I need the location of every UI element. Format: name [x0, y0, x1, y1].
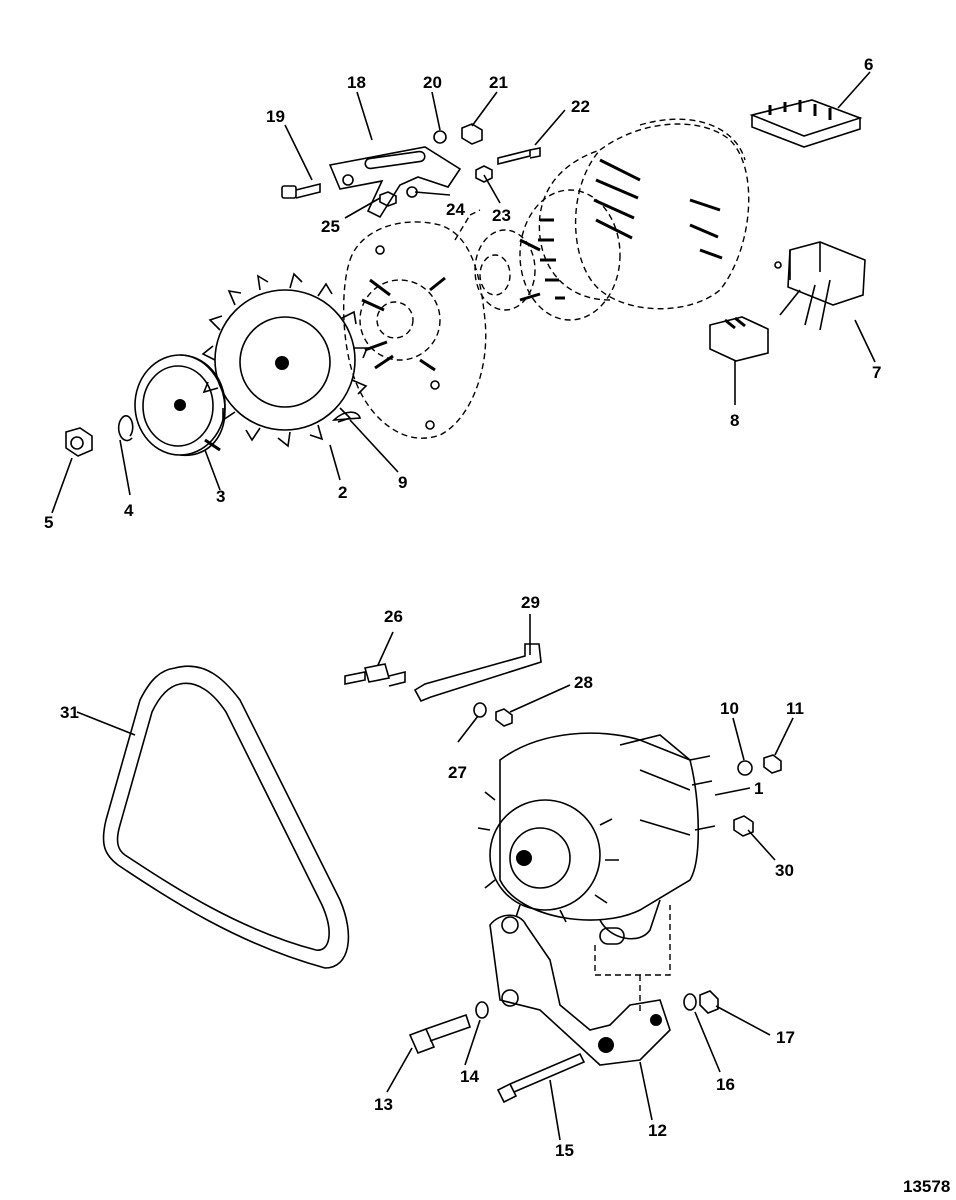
washer-14 [475, 1001, 489, 1019]
leader-lines [51, 71, 876, 1141]
callout-25: 25 [321, 217, 340, 236]
callout-23: 23 [492, 206, 511, 225]
callout-17: 17 [776, 1028, 795, 1047]
regulator [749, 99, 863, 148]
callout-12: 12 [648, 1121, 667, 1140]
callout-14: 14 [460, 1067, 479, 1086]
nut-28 [495, 708, 513, 727]
exploded-alternator [65, 99, 866, 457]
washer-27 [473, 702, 487, 718]
bolt-15 [496, 1052, 586, 1104]
nut-25 [379, 191, 397, 207]
callout-2: 2 [338, 483, 347, 502]
washer-16 [683, 993, 697, 1011]
rear-housing [538, 118, 750, 310]
callout-30: 30 [775, 861, 794, 880]
flat-washer-20 [433, 130, 447, 144]
callout-15: 15 [555, 1141, 574, 1160]
adjusting-bracket [328, 146, 462, 219]
bolt-26 [344, 663, 406, 687]
callout-13: 13 [374, 1095, 393, 1114]
woodruff-key [331, 411, 362, 421]
callout-3: 3 [216, 487, 225, 506]
callout-24: 24 [446, 200, 465, 219]
nut-23 [475, 165, 493, 183]
front-housing [342, 209, 487, 439]
pulley-nut [65, 427, 93, 457]
fan [201, 272, 369, 448]
callout-5: 5 [44, 513, 53, 532]
bolt-22 [497, 147, 541, 166]
brace-strap [413, 643, 542, 703]
rotor [474, 229, 541, 311]
drive-belt [102, 665, 350, 969]
nut-21 [461, 123, 483, 145]
callout-26: 26 [384, 607, 403, 626]
callout-27: 27 [448, 763, 467, 782]
lockwasher [117, 415, 134, 442]
callout-21: 21 [489, 73, 508, 92]
callout-10: 10 [720, 699, 739, 718]
assembled-alternator [102, 643, 782, 1104]
pulley [134, 354, 226, 457]
bracket-bolt [281, 182, 321, 199]
callout-7: 7 [872, 363, 881, 382]
brush-holder [774, 241, 866, 331]
callout-8: 8 [730, 411, 739, 430]
figure-number: 13578 [903, 1177, 950, 1196]
callout-6: 6 [864, 55, 873, 74]
callout-9: 9 [398, 473, 407, 492]
callout-16: 16 [716, 1075, 735, 1094]
mounting-bracket [489, 914, 671, 1066]
callout-29: 29 [521, 593, 540, 612]
callout-31: 31 [60, 703, 79, 722]
nut-17 [699, 990, 719, 1014]
callout-labels: 1 2 3 4 5 6 7 8 9 10 11 12 13 14 15 16 1… [44, 55, 881, 1160]
callout-22: 22 [571, 97, 590, 116]
stator [519, 189, 621, 321]
washer-10 [737, 760, 753, 776]
diode-switch [709, 316, 769, 362]
callout-18: 18 [347, 73, 366, 92]
callout-4: 4 [124, 501, 134, 520]
nut-11 [763, 754, 782, 774]
bolt-13 [408, 1013, 472, 1055]
assembly-guide [594, 905, 671, 1015]
callout-11: 11 [786, 699, 804, 718]
callout-28: 28 [574, 673, 593, 692]
callout-1: 1 [754, 779, 763, 798]
alternator [477, 732, 716, 945]
callout-19: 19 [266, 107, 285, 126]
callout-20: 20 [423, 73, 442, 92]
nut-30 [733, 815, 754, 837]
